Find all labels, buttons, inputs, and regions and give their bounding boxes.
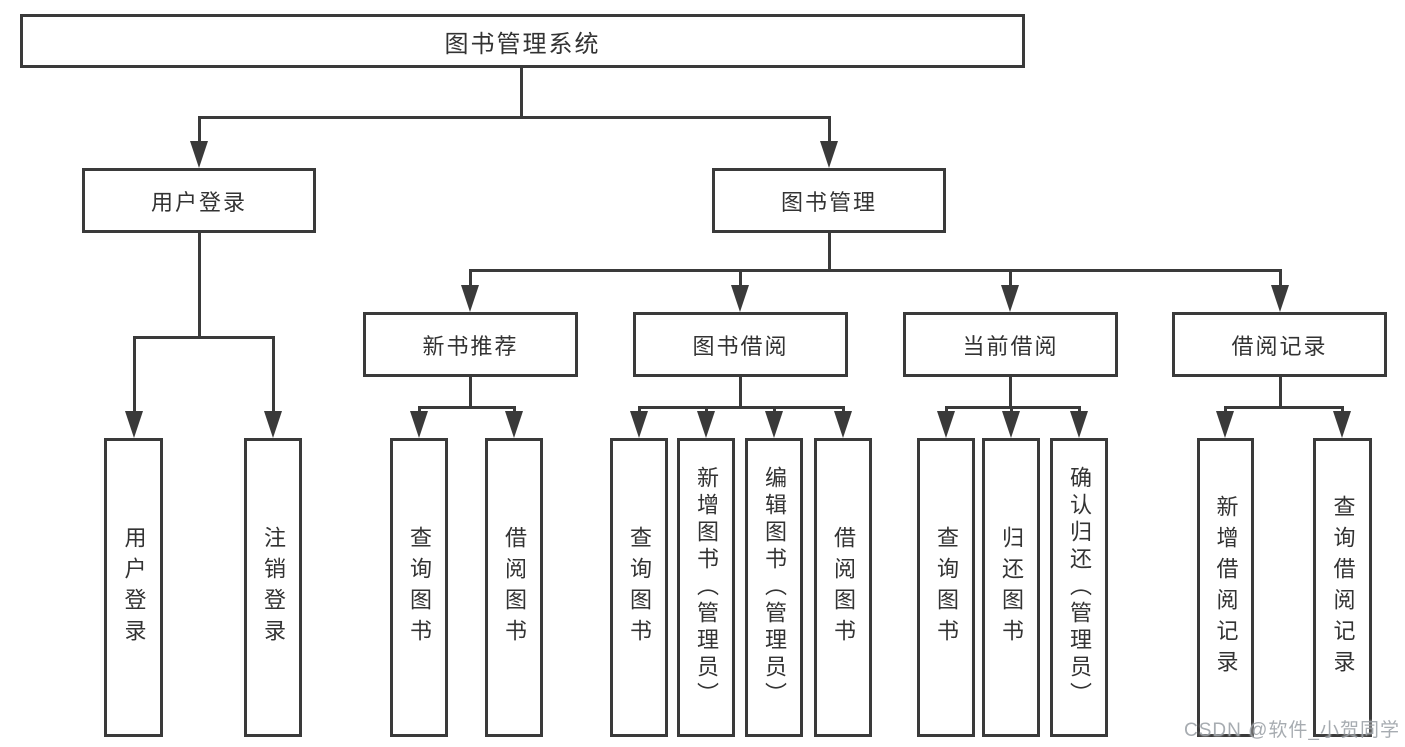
node-new-book-rec: 新书推荐 [363, 312, 578, 377]
node-book-borrow: 图书借阅 [633, 312, 848, 377]
node-label: 借阅图书 [831, 525, 856, 650]
arrowhead-down-icon [834, 411, 852, 438]
arrowhead-down-icon [125, 411, 143, 438]
arrowhead-down-icon [505, 411, 523, 438]
connector-line [272, 337, 275, 415]
node-query-book-1: 查询图书 [390, 438, 448, 737]
arrowhead-down-icon [1333, 411, 1351, 438]
node-user-login: 用户登录 [82, 168, 316, 233]
node-current-borrow: 当前借阅 [903, 312, 1118, 377]
connector-line [133, 337, 136, 415]
node-label: 借阅图书 [502, 525, 527, 650]
node-label: 新书推荐 [422, 333, 519, 359]
connector-line [520, 68, 523, 117]
arrowhead-down-icon [410, 411, 428, 438]
connector-line [1279, 377, 1282, 407]
arrowhead-down-icon [1216, 411, 1234, 438]
connector-line [945, 406, 1081, 409]
arrowhead-down-icon [264, 411, 282, 438]
connector-line [1279, 270, 1282, 290]
node-borrow-book-1: 借阅图书 [485, 438, 543, 737]
arrowhead-down-icon [461, 285, 479, 312]
node-label: 查询图书 [627, 525, 652, 650]
arrowhead-down-icon [765, 411, 783, 438]
node-label: 编辑图书（管理员） [762, 466, 787, 709]
node-label: 借阅记录 [1231, 333, 1328, 359]
connector-line [418, 406, 516, 409]
node-login: 用户登录 [104, 438, 163, 737]
node-label: 图书管理系统 [444, 30, 601, 58]
connector-line [469, 269, 1282, 272]
node-label: 图书借阅 [692, 333, 789, 359]
node-borrow-book-2: 借阅图书 [814, 438, 872, 737]
node-label: 归还图书 [999, 525, 1024, 650]
connector-line [828, 233, 831, 270]
connector-line [739, 377, 742, 407]
node-query-book-2: 查询图书 [610, 438, 668, 737]
arrowhead-down-icon [937, 411, 955, 438]
connector-line [828, 117, 831, 145]
connector-line [469, 377, 472, 407]
arrowhead-down-icon [190, 141, 208, 168]
node-label: 新增图书（管理员） [694, 466, 719, 709]
connector-line [1224, 406, 1344, 409]
node-add-book: 新增图书（管理员） [677, 438, 735, 737]
arrowhead-down-icon [1001, 285, 1019, 312]
node-label: 注销登录 [261, 525, 286, 650]
connector-line [739, 270, 742, 290]
node-label: 查询图书 [934, 525, 959, 650]
node-return-book: 归还图书 [982, 438, 1040, 737]
arrowhead-down-icon [820, 141, 838, 168]
node-label: 用户登录 [150, 189, 247, 215]
node-root: 图书管理系统 [20, 14, 1025, 68]
connector-line [198, 233, 201, 337]
node-book-mgmt: 图书管理 [712, 168, 946, 233]
arrowhead-down-icon [731, 285, 749, 312]
node-borrow-records: 借阅记录 [1172, 312, 1387, 377]
connector-line [198, 116, 831, 119]
node-label: 新增借阅记录 [1213, 494, 1239, 681]
node-label: 确认归还（管理员） [1067, 466, 1092, 709]
node-query-book-3: 查询图书 [917, 438, 975, 737]
arrowhead-down-icon [1002, 411, 1020, 438]
node-logout: 注销登录 [244, 438, 302, 737]
connector-line [638, 406, 845, 409]
node-edit-book: 编辑图书（管理员） [745, 438, 803, 737]
node-label: 查询图书 [407, 525, 432, 650]
watermark: CSDN @软件_小贺同学 [1184, 720, 1400, 741]
arrowhead-down-icon [697, 411, 715, 438]
node-label: 查询借阅记录 [1330, 494, 1356, 681]
node-label: 当前借阅 [962, 333, 1059, 359]
node-label: 图书管理 [780, 189, 877, 215]
node-label: 用户登录 [121, 525, 147, 650]
arrowhead-down-icon [1271, 285, 1289, 312]
connector-line [469, 270, 472, 290]
node-confirm-return: 确认归还（管理员） [1050, 438, 1108, 737]
node-add-borrow-record: 新增借阅记录 [1197, 438, 1254, 737]
connector-line [1009, 377, 1012, 407]
connector-line [133, 336, 275, 339]
arrowhead-down-icon [630, 411, 648, 438]
arrowhead-down-icon [1070, 411, 1088, 438]
connector-line [1009, 270, 1012, 290]
connector-line [198, 117, 201, 145]
node-query-borrow-record: 查询借阅记录 [1313, 438, 1372, 737]
